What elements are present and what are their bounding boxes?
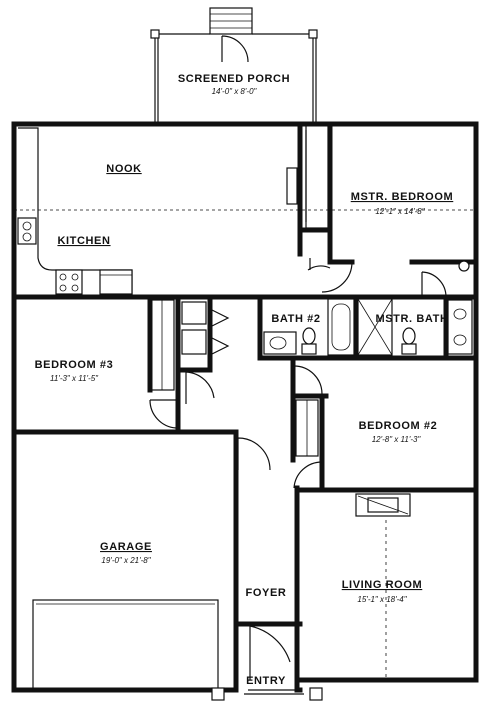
master-bedroom-area bbox=[307, 121, 479, 293]
screened-porch-size: 14'-0" x 8'-0" bbox=[212, 87, 258, 96]
kitchen-nook-area bbox=[11, 121, 476, 300]
kitchen-label: KITCHEN bbox=[57, 235, 110, 247]
garage-area bbox=[32, 429, 271, 693]
bedroom-3-area bbox=[11, 294, 239, 435]
bath-area bbox=[254, 271, 479, 361]
bedroom-3-size: 11'-3" x 11'-5" bbox=[50, 374, 99, 383]
bedroom-2-area bbox=[290, 355, 329, 489]
garage-label: GARAGE bbox=[100, 541, 152, 553]
master-bedroom-size: 12'-1" x 14'-8" bbox=[375, 207, 425, 216]
master-bedroom-label: MSTR. BEDROOM bbox=[351, 191, 454, 203]
nook-label: NOOK bbox=[106, 163, 141, 175]
foyer-label: FOYER bbox=[246, 587, 287, 599]
living-foyer-area bbox=[211, 493, 411, 701]
bedroom-2-size: 12'-8" x 11'-3" bbox=[372, 435, 422, 444]
master-bath-label: MSTR. BATH bbox=[375, 313, 448, 325]
bedroom-3-label: BEDROOM #3 bbox=[35, 359, 114, 371]
screened-porch-area bbox=[150, 7, 318, 124]
living-room-label: LIVING ROOM bbox=[342, 579, 423, 591]
entry-label: ENTRY bbox=[246, 675, 286, 687]
screened-porch-label: SCREENED PORCH bbox=[178, 73, 290, 85]
bath-2-label: BATH #2 bbox=[271, 313, 320, 325]
bedroom-2-label: BEDROOM #2 bbox=[359, 420, 438, 432]
garage-size: 19'-0" x 21'-8" bbox=[101, 556, 151, 565]
living-room-size: 15'-1" x 18'-4" bbox=[357, 595, 407, 604]
